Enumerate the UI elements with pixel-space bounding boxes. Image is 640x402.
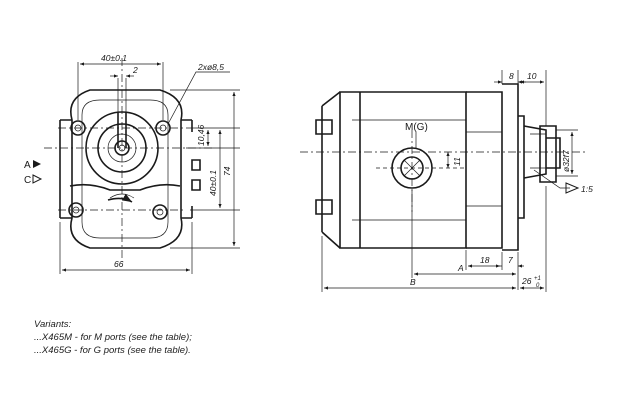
port-a-label: A [24,160,31,171]
dim-11: 11 [452,157,462,166]
variant-m: ...X465M - for M ports (see the table); [34,332,192,343]
taper-label: 1:5 [581,184,593,194]
dim-10-46: 10,46 [196,124,206,146]
port-label: M(G) [405,122,428,133]
variant-g: ...X465G - for G ports (see the table). [34,345,191,356]
port-c-label: C [24,175,31,186]
dim-26-tol-bottom: 0 [536,283,540,289]
dim-key-width: 2 [132,65,138,75]
dim-shaft: ø32f7 [561,150,571,172]
variants-heading: Variants: [34,319,72,330]
variants-notes: Variants: ...X465M - for M ports (see th… [34,318,192,357]
dim-26-tol-top: +1 [534,276,541,282]
side-view: 8 10 M(G) 11 ø32f7 1:5 18 7 A B 26 +1 0 [300,70,593,292]
dim-b: B [410,277,416,287]
mounting-hole-bottom-right [152,204,168,220]
port-c-marker: C [24,174,43,186]
dim-7: 7 [508,255,513,265]
dim-40-side: 40±0.1 [208,170,218,196]
dim-10: 10 [527,71,537,81]
front-view: 40±0.1 2 2xø8,5 10,46 40±0.1 74 66 A C [24,53,240,274]
dim-a: A [457,263,464,273]
dim-8: 8 [509,71,514,81]
dim-18: 18 [480,255,490,265]
port-a-marker: A [24,160,41,171]
dim-width-top: 40±0.1 [101,53,127,63]
dim-66: 66 [114,259,124,269]
dim-holes: 2xø8,5 [197,62,224,72]
dim-26: 26 [521,276,532,286]
dim-74: 74 [222,166,232,176]
